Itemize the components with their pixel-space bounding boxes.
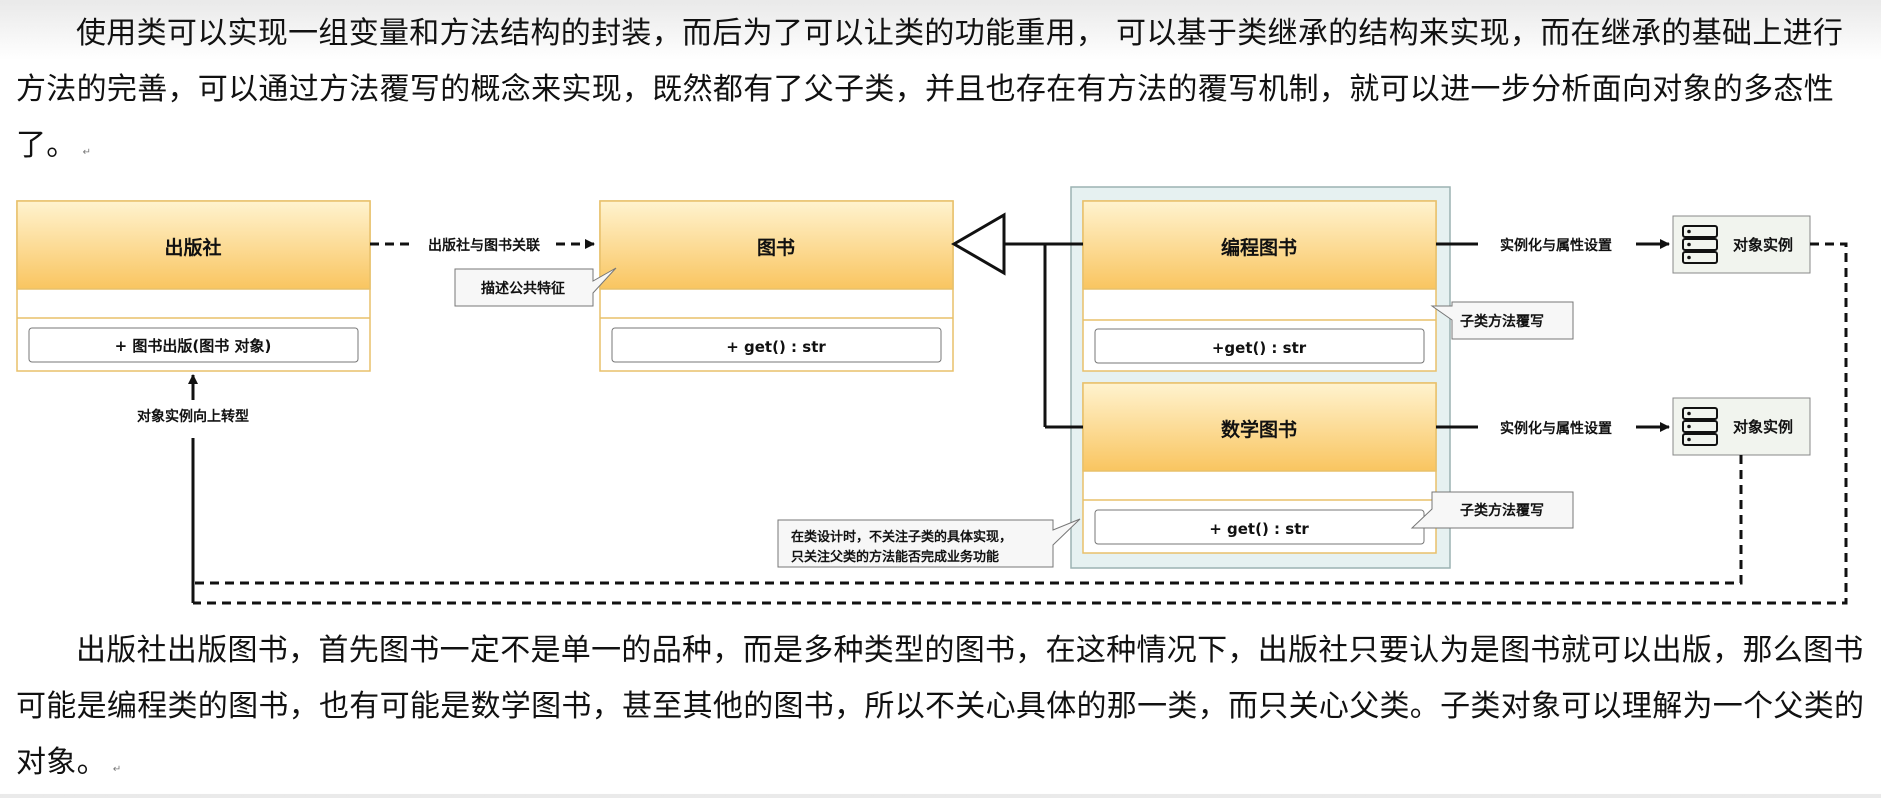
svg-text:子类方法覆写: 子类方法覆写 — [1460, 502, 1544, 519]
inheritance-arrow — [951, 212, 1083, 429]
association-arrow: 出版社与图书关联 — [370, 237, 595, 254]
instantiate-arrow-programming: 实例化与属性设置 — [1436, 237, 1670, 254]
generalization-triangle-icon — [951, 212, 1006, 276]
programming-book-class: 编程图书 +get() : str — [1082, 200, 1437, 372]
svg-text:子类方法覆写: 子类方法覆写 — [1460, 313, 1544, 330]
svg-text:对象实例: 对象实例 — [1733, 236, 1793, 254]
instantiate-arrow-math: 实例化与属性设置 — [1436, 420, 1670, 437]
svg-text:实例化与属性设置: 实例化与属性设置 — [1500, 237, 1612, 254]
database-icon — [1682, 407, 1718, 446]
note-override-math: 子类方法覆写 — [1410, 491, 1574, 529]
object-instance-1: 对象实例 — [1672, 215, 1811, 274]
math-book-method: + get() : str — [1209, 520, 1309, 538]
return-mark: ↵ — [112, 764, 122, 775]
intro-paragraph: 使用类可以实现一组变量和方法结构的封装，而后为了可以让类的功能重用， 可以基于类… — [16, 16, 1844, 163]
association-label: 出版社与图书关联 — [428, 237, 541, 254]
book-class: 图书 + get() : str — [599, 200, 954, 372]
note-override-programming: 子类方法覆写 — [1430, 301, 1574, 340]
book-method: + get() : str — [726, 338, 826, 356]
object-instance-2: 对象实例 — [1672, 397, 1811, 456]
publisher-class: 出版社 + 图书出版(图书 对象) — [16, 200, 371, 372]
note-design: 在类设计时，不关注子类的具体实现， 只关注父类的方法能否完成业务功能 — [777, 518, 1081, 568]
book-class-name: 图书 — [757, 237, 795, 259]
upcast-path: 对象实例向上转型 — [137, 242, 1848, 605]
note-common-features: 描述公共特征 — [454, 267, 617, 307]
programming-book-method: +get() : str — [1212, 339, 1307, 357]
svg-text:在类设计时，不关注子类的具体实现，: 在类设计时，不关注子类的具体实现， — [791, 529, 1012, 545]
svg-text:描述公共特征: 描述公共特征 — [481, 280, 565, 297]
math-book-class: 数学图书 + get() : str — [1082, 382, 1437, 554]
publisher-method: + 图书出版(图书 对象) — [115, 337, 272, 355]
svg-text:对象实例: 对象实例 — [1733, 418, 1793, 436]
svg-text:只关注父类的方法能否完成业务功能: 只关注父类的方法能否完成业务功能 — [791, 549, 999, 565]
programming-book-class-name: 编程图书 — [1221, 236, 1297, 259]
return-mark: ↵ — [82, 147, 92, 158]
svg-text:实例化与属性设置: 实例化与属性设置 — [1500, 420, 1612, 437]
publisher-class-name: 出版社 — [164, 236, 221, 259]
math-book-class-name: 数学图书 — [1221, 418, 1297, 441]
upcast-label: 对象实例向上转型 — [137, 408, 249, 425]
outro-paragraph: 出版社出版图书，首先图书一定不是单一的品种，而是多种类型的图书，在这种情况下，出… — [16, 633, 1865, 780]
database-icon — [1682, 225, 1718, 264]
